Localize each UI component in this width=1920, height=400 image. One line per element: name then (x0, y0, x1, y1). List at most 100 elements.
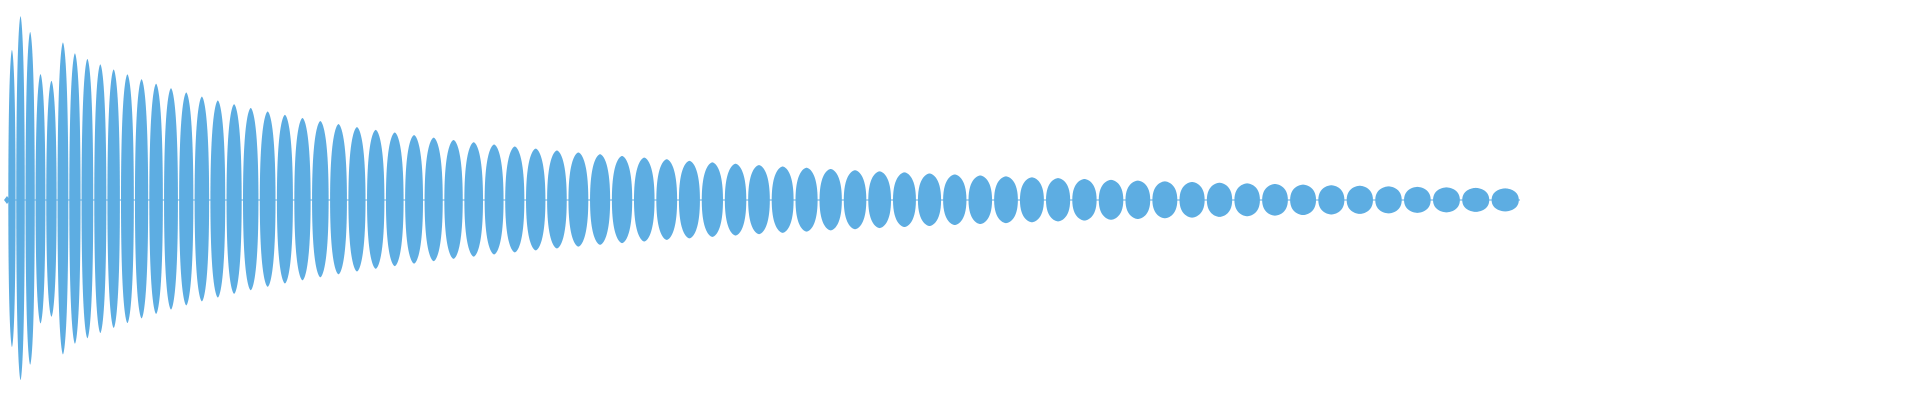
waveform-lobe-lower (1152, 200, 1178, 219)
waveform-lobe-upper (795, 167, 818, 200)
waveform-lobe-lower (107, 200, 120, 328)
waveform-lobe-upper (405, 135, 424, 200)
waveform-lobe-upper (424, 137, 443, 200)
waveform-lobe-lower (1262, 200, 1288, 216)
waveform-lobe-upper (590, 154, 611, 200)
waveform-lobe-lower (120, 200, 134, 324)
waveform-lobe-lower (330, 200, 347, 275)
waveform-lobe-upper (1234, 183, 1260, 200)
waveform-lobe-upper (526, 148, 546, 200)
waveform-lobe-lower (568, 200, 589, 247)
waveform-lobe-lower (1125, 200, 1151, 220)
waveform-lobe-upper (1262, 184, 1288, 200)
waveform-lobe-upper (294, 118, 311, 200)
waveform-lobe-lower (1045, 200, 1071, 222)
waveform-lobe-lower (633, 200, 655, 242)
waveform-lobe-lower (276, 200, 293, 284)
waveform-lobe-upper (678, 160, 700, 200)
waveform-lobe-lower (994, 200, 1018, 224)
waveform-lobe-lower (1179, 200, 1205, 218)
waveform-lobe-lower (917, 200, 942, 226)
waveform-lobe-upper (1375, 186, 1402, 200)
waveform-lobe-lower (81, 200, 94, 339)
waveform-lobe-upper (348, 127, 366, 200)
waveform-lobe-upper (69, 53, 81, 200)
waveform-lobe-upper (868, 171, 892, 200)
waveform-lobe-lower (385, 200, 404, 267)
waveform-lobe-upper (194, 96, 210, 200)
waveform-lobe-upper (1290, 184, 1317, 200)
waveform-lobe-upper (943, 174, 967, 200)
waveform-lobe-lower (1404, 200, 1431, 213)
waveform-lobe-lower (1346, 200, 1373, 214)
waveform-lobe-upper (226, 104, 242, 200)
waveform-lobe-upper (1072, 179, 1097, 200)
waveform-lobe-lower (547, 200, 567, 249)
waveform-lobe-upper (892, 172, 916, 200)
waveform-lobe-upper (8, 50, 16, 200)
waveform-lobe-upper (179, 92, 194, 200)
waveform-lobe-lower (526, 200, 546, 251)
waveform-lobe-lower (1375, 200, 1402, 214)
waveform-lobe-upper (633, 157, 655, 200)
waveform-lobe-lower (259, 200, 276, 287)
waveform-lobe-lower (795, 200, 818, 232)
waveform-lobe-upper (819, 169, 842, 200)
waveform-lobe-upper (25, 31, 35, 200)
waveform-lobe-lower (968, 200, 993, 225)
waveform-lobe-upper (843, 170, 867, 200)
waveform-lobe-upper (1019, 177, 1044, 200)
waveform-lobe-upper (164, 88, 178, 200)
waveform-lobe-upper (1098, 179, 1124, 200)
waveform-lobe-lower (724, 200, 747, 236)
waveform-lobe-upper (547, 150, 567, 200)
waveform-lobe-upper (724, 163, 747, 200)
waveform-lobe-lower (771, 200, 794, 233)
waveform-lobe-lower (701, 200, 723, 237)
waveform-lobe-lower (25, 200, 35, 365)
waveform-lobe-upper (81, 58, 94, 201)
waveform-lobe-lower (210, 200, 226, 298)
waveform-lobe-upper (46, 80, 57, 200)
waveform-lobe-lower (1433, 200, 1460, 213)
waveform-lobe-lower (8, 200, 16, 347)
waveform-lobe-lower (194, 200, 210, 302)
waveform-lobe-upper (367, 129, 385, 200)
waveform-lobe-lower (484, 200, 504, 255)
waveform-lobe-upper (1206, 182, 1233, 200)
waveform-lobe-lower (1206, 200, 1233, 217)
waveform-lobe-lower (892, 200, 916, 228)
waveform-lobe-lower (943, 200, 967, 225)
waveform-lobe-lower (149, 200, 163, 314)
waveform-lobe-lower (656, 200, 678, 240)
waveform-lobe-upper (464, 142, 484, 200)
waveform-lobe-lower (134, 200, 149, 319)
waveform-lobe-lower (748, 200, 770, 235)
waveform-lobe-lower (1098, 200, 1124, 220)
waveform-lobe-upper (210, 100, 226, 200)
waveform-lobe-upper (968, 175, 993, 200)
waveform-lobe-upper (1318, 185, 1345, 200)
waveform-lobe-lower (424, 200, 443, 262)
waveform-lobe-lower (94, 200, 107, 333)
waveform-lobe-upper (484, 144, 504, 200)
waveform-lobe-lower (1318, 200, 1345, 215)
waveform-lobe-upper (994, 176, 1018, 200)
waveform-lobe-upper (748, 165, 770, 200)
waveform-lobe-upper (444, 139, 463, 200)
waveform-lobe-upper (330, 124, 347, 200)
waveform-lobe-upper (120, 74, 134, 200)
waveform-lobe-lower (57, 200, 69, 355)
waveform-lobe-lower (405, 200, 424, 264)
waveform-lobe-upper (1404, 186, 1431, 200)
waveform-lobes (4, 16, 1519, 381)
waveform-lobe-upper (611, 156, 633, 200)
waveform-lobe-upper (1125, 180, 1151, 200)
waveform-lobe-lower (367, 200, 385, 269)
waveform-lobe-lower (1290, 200, 1317, 216)
waveform-lobe-lower (226, 200, 242, 294)
waveform-lobe-upper (134, 79, 149, 200)
waveform-lobe-upper (1346, 185, 1373, 200)
